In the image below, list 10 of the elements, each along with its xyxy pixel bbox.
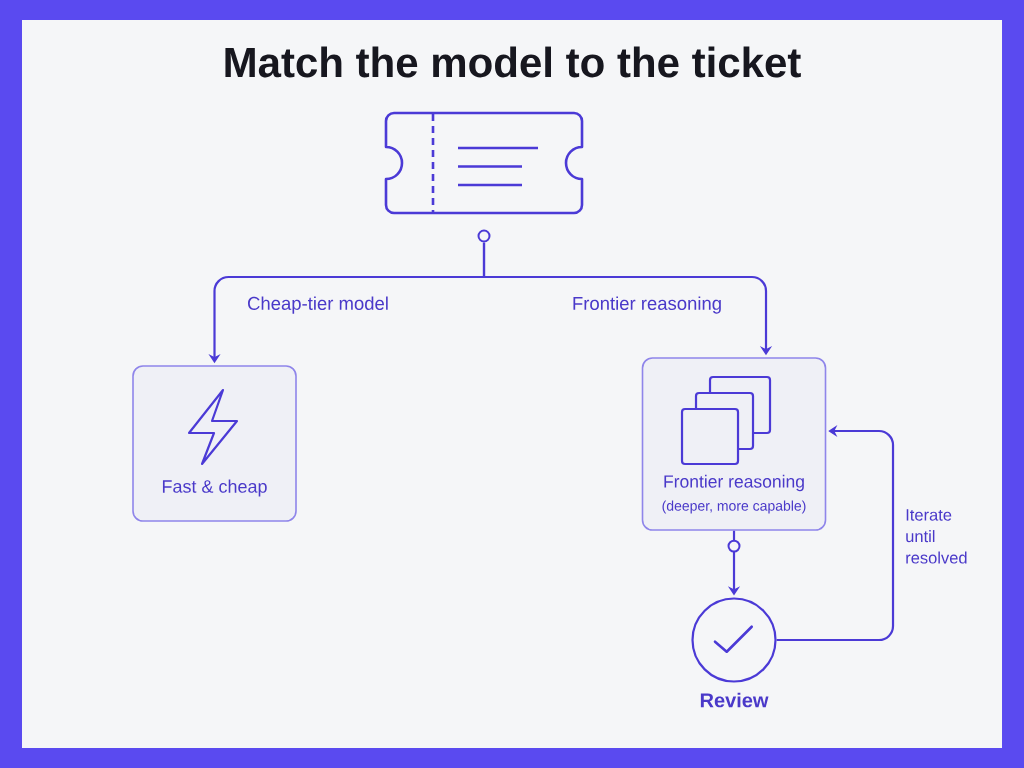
step-label: Review <box>700 692 769 708</box>
model-card <box>641 357 827 531</box>
title: Match the model to the ticket <box>225 46 801 78</box>
edge-label: Frontier reasoning <box>569 294 725 316</box>
model-description: (deeper, more capable) <box>662 500 806 514</box>
model-card <box>132 365 297 522</box>
edge-label: Iterate until resolved <box>903 507 988 566</box>
model-name: Fast & cheap <box>162 479 267 497</box>
edge-label: Cheap-tier model <box>245 294 391 316</box>
model-name: Frontier reasoning <box>664 474 804 492</box>
